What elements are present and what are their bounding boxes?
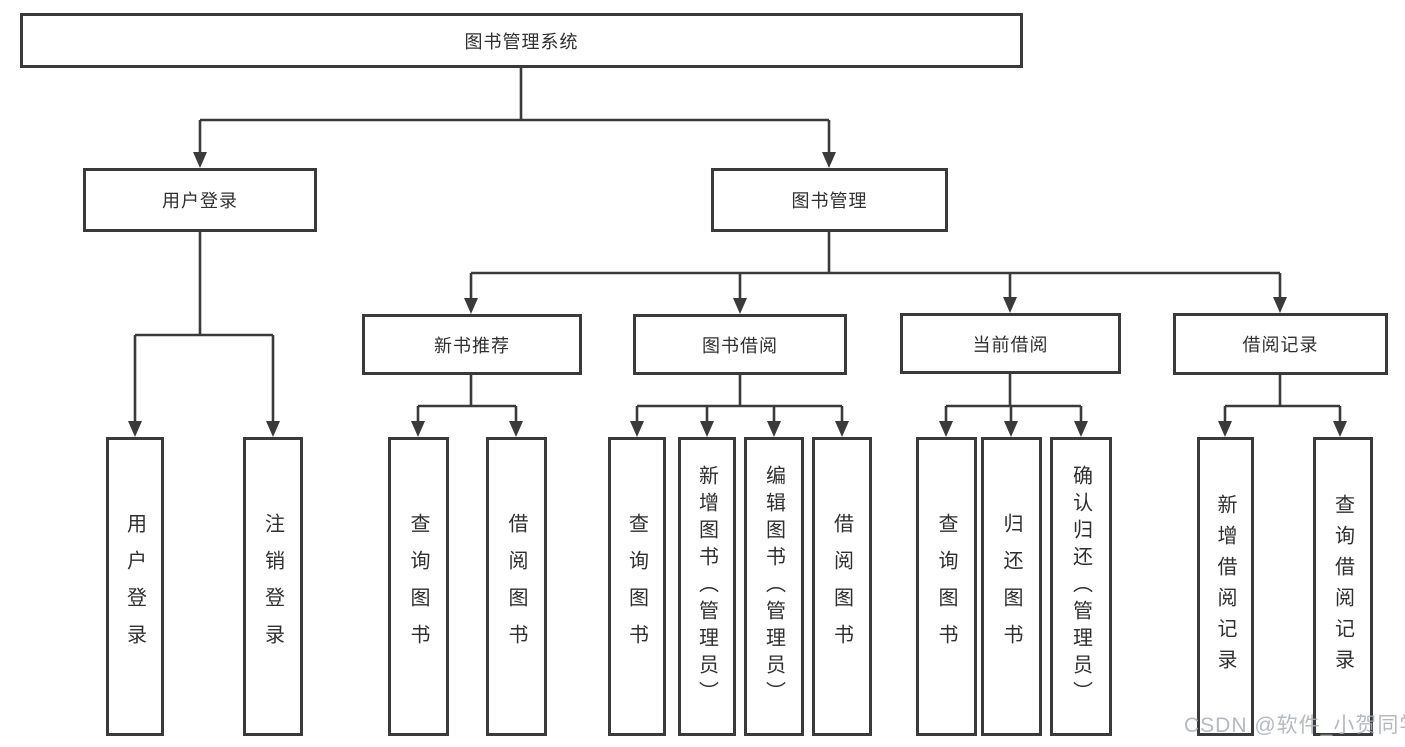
leaf-label: 编辑图书（管理员） xyxy=(762,465,785,708)
leaf-query-books-current: 查询图书 xyxy=(916,437,977,736)
leaf-add-book-admin: 新增图书（管理员） xyxy=(678,437,736,736)
leaf-label: 新增图书（管理员） xyxy=(695,465,718,708)
leaf-edit-book-admin: 编辑图书（管理员） xyxy=(744,437,804,736)
leaf-return-book: 归还图书 xyxy=(981,437,1042,736)
leaf-add-borrow-record: 新增借阅记录 xyxy=(1197,437,1254,736)
leaf-label: 查询借阅记录 xyxy=(1331,493,1354,680)
node-library-management-system: 图书管理系统 xyxy=(20,13,1023,68)
leaf-user-login: 用户登录 xyxy=(106,437,164,736)
leaf-borrow-books-recommend: 借阅图书 xyxy=(486,437,547,736)
leaf-label: 借阅图书 xyxy=(505,512,527,661)
node-book-borrow: 图书借阅 xyxy=(633,314,847,375)
node-user-login: 用户登录 xyxy=(83,168,317,232)
leaf-label: 查询图书 xyxy=(407,512,429,661)
watermark: CSDN @软件_小贺同学 xyxy=(1184,714,1405,737)
leaf-query-books-borrow: 查询图书 xyxy=(608,437,666,736)
node-borrow-records: 借阅记录 xyxy=(1173,313,1388,375)
leaf-label: 注销登录 xyxy=(261,512,284,661)
leaf-label: 归还图书 xyxy=(1000,512,1022,661)
leaf-label: 用户登录 xyxy=(123,512,146,661)
leaf-label: 查询图书 xyxy=(625,512,648,661)
node-new-book-recommend: 新书推荐 xyxy=(362,314,582,375)
leaf-label: 查询图书 xyxy=(935,512,957,661)
node-book-management: 图书管理 xyxy=(711,168,948,232)
leaf-query-borrow-record: 查询借阅记录 xyxy=(1313,437,1373,736)
leaf-confirm-return-admin: 确认归还（管理员） xyxy=(1050,437,1112,736)
leaf-label: 借阅图书 xyxy=(830,512,853,661)
leaf-query-books-recommend: 查询图书 xyxy=(388,437,449,736)
leaf-logout: 注销登录 xyxy=(243,437,303,736)
node-current-borrow: 当前借阅 xyxy=(900,313,1121,374)
leaf-borrow-books: 借阅图书 xyxy=(812,437,872,736)
leaf-label: 新增借阅记录 xyxy=(1214,493,1236,680)
leaf-label: 确认归还（管理员） xyxy=(1069,465,1092,708)
